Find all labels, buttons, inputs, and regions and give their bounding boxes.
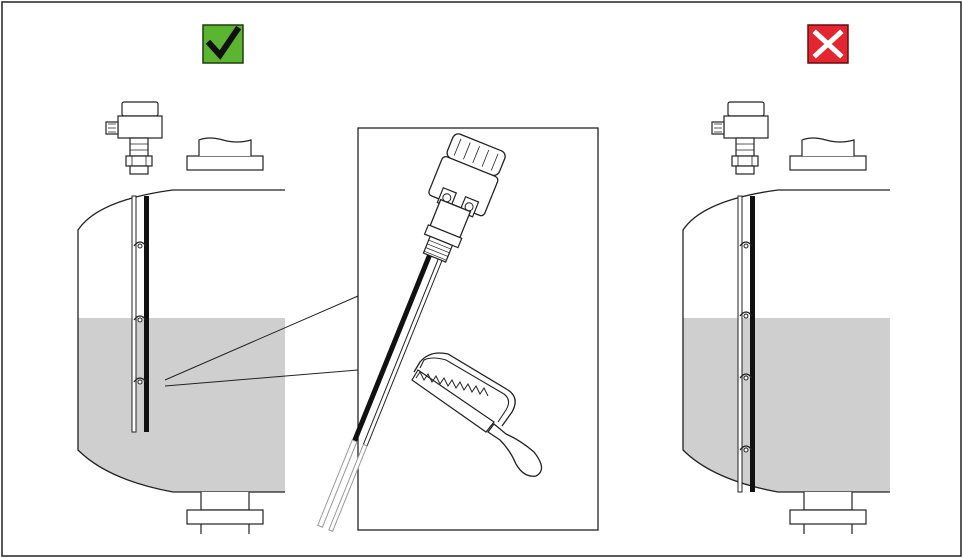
tank-right (682, 189, 891, 493)
level-switch-detail (317, 133, 506, 532)
checkmark-icon (202, 24, 244, 64)
flange-top-right (789, 137, 867, 171)
flange-bottom-left (186, 491, 264, 535)
flange-top-left (186, 137, 264, 171)
level-switch-head-left (105, 101, 163, 175)
hacksaw-icon (411, 352, 543, 477)
level-switch-head-right (711, 101, 769, 175)
detail-inset (317, 127, 599, 532)
probe-rods-right (737, 195, 755, 493)
correct-installation (77, 24, 359, 535)
probe-rods-left (131, 195, 149, 433)
flange-bottom-right (789, 491, 867, 535)
cross-icon (807, 24, 849, 64)
callout-lines (164, 295, 359, 387)
incorrect-installation (682, 24, 891, 535)
